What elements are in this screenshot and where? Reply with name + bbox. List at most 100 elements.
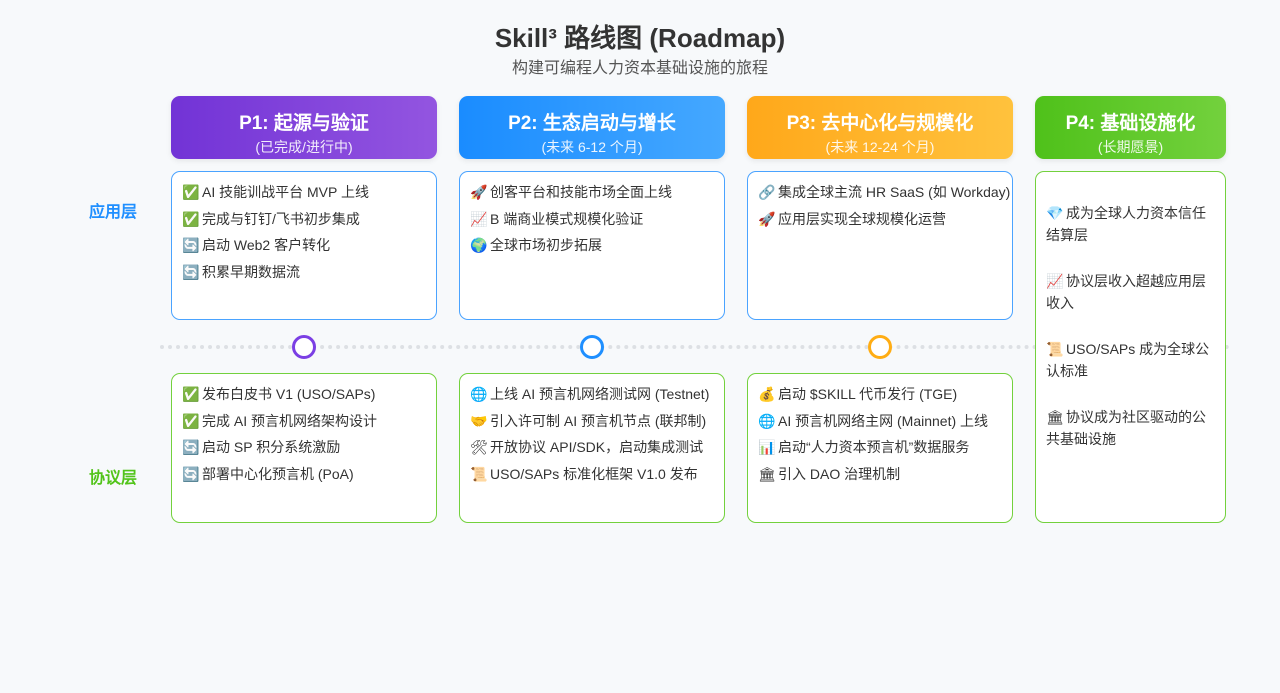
phase-title: P2: 生态启动与增长 [508, 113, 676, 134]
milestone-text: 全球市场初步拓展 [490, 237, 602, 253]
protocol-layer-card: 💰启动 $SKILL 代币发行 (TGE)🌐AI 预言机网络主网 (Mainne… [747, 373, 1013, 523]
milestone-icon: 📊 [758, 439, 776, 455]
page-title: Skill³ 路线图 (Roadmap) [494, 23, 786, 53]
phase-timeframe: (未来 12-24 个月) [825, 139, 935, 155]
layer-label-app: 应用层 [88, 204, 137, 221]
milestone-item: 💎成为全球人力资本信任结算层 [1046, 202, 1215, 246]
milestone-item: 📜USO/SAPs 成为全球公认标准 [1046, 338, 1215, 382]
milestone-item: ✅发布白皮书 V1 (USO/SAPs) [182, 386, 426, 403]
milestone-item: 🔄启动 Web2 客户转化 [182, 237, 426, 254]
milestone-item: 🔄启动 SP 积分系统激励 [182, 439, 426, 456]
milestone-icon: 🏛 [758, 465, 776, 482]
protocol-layer-card: ✅发布白皮书 V1 (USO/SAPs)✅完成 AI 预言机网络架构设计🔄启动 … [171, 373, 437, 523]
milestone-text: 完成与钉钉/飞书初步集成 [202, 210, 360, 227]
milestone-item: 🏛引入 DAO 治理机制 [758, 466, 1002, 483]
phase-header-p1: P1: 起源与验证 (已完成/进行中) [171, 96, 437, 159]
milestone-icon: 🚀 [470, 184, 488, 200]
milestone-text: 集成全球主流 HR SaaS (如 Workday) [778, 184, 1011, 200]
milestone-icon: 📜 [470, 465, 488, 482]
timeline-node-icon [580, 335, 604, 359]
milestone-icon: 🌍 [470, 237, 488, 253]
phase-title: P3: 去中心化与规模化 [786, 113, 974, 134]
milestone-item: 🌐上线 AI 预言机网络测试网 (Testnet) [470, 386, 714, 403]
phase-timeframe: (长期愿景) [1097, 139, 1164, 155]
milestone-icon: 🏛 [1046, 409, 1064, 425]
milestone-item: 🤝引入许可制 AI 预言机节点 (联邦制) [470, 413, 714, 430]
milestone-text: 引入 DAO 治理机制 [778, 465, 901, 482]
milestone-icon: 🌐 [758, 412, 776, 429]
app-layer-card: ✅AI 技能训战平台 MVP 上线✅完成与钉钉/飞书初步集成🔄启动 Web2 客… [171, 171, 437, 320]
milestone-icon: 📈 [470, 210, 488, 227]
milestone-text: AI 技能训战平台 MVP 上线 [202, 184, 369, 200]
milestone-icon: ✅ [182, 210, 200, 227]
milestone-icon: ✅ [182, 184, 200, 200]
milestone-icon: 💰 [758, 386, 776, 402]
milestone-icon: 🤝 [470, 412, 488, 429]
timeline [160, 345, 1230, 349]
phase-title: P1: 起源与验证 [239, 113, 369, 134]
milestone-text: USO/SAPs 成为全球公认标准 [1046, 341, 1210, 379]
phase-title: P4: 基础设施化 [1065, 113, 1196, 134]
milestone-icon: 🔄 [182, 439, 200, 455]
milestone-text: 成为全球人力资本信任结算层 [1046, 205, 1206, 243]
phase-timeframe: (已完成/进行中) [255, 139, 353, 155]
app-layer-card: 🚀创客平台和技能市场全面上线📈B 端商业模式规模化验证🌍全球市场初步拓展 [459, 171, 725, 320]
vision-card: 💎成为全球人力资本信任结算层 📈协议层收入超越应用层收入 📜USO/SAPs 成为全… [1035, 171, 1226, 523]
milestone-text: 启动 Web2 客户转化 [202, 237, 331, 253]
milestone-icon: 🔄 [182, 263, 200, 280]
milestone-icon: 💎 [1046, 205, 1064, 221]
milestone-item: 📈B 端商业模式规模化验证 [470, 211, 714, 228]
milestone-text: 上线 AI 预言机网络测试网 (Testnet) [490, 386, 710, 402]
milestone-text: 启动 $SKILL 代币发行 (TGE) [778, 386, 958, 402]
milestone-item: 🔄部署中心化预言机 (PoA) [182, 466, 426, 483]
milestone-item: 🔄积累早期数据流 [182, 264, 426, 281]
timeline-node-icon [292, 335, 316, 359]
milestone-text: 启动“人力资本预言机”数据服务 [778, 439, 970, 455]
milestone-item: 📜USO/SAPs 标准化框架 V1.0 发布 [470, 466, 714, 483]
milestone-icon: 🔄 [182, 465, 200, 482]
phase-header-p4: P4: 基础设施化 (长期愿景) [1035, 96, 1226, 159]
milestone-item: 🚀创客平台和技能市场全面上线 [470, 184, 714, 201]
milestone-text: 协议层收入超越应用层收入 [1046, 273, 1206, 311]
milestone-item: ✅完成与钉钉/飞书初步集成 [182, 211, 426, 228]
milestone-item: 🌍全球市场初步拓展 [470, 237, 714, 254]
milestone-text: 应用层实现全球规模化运营 [778, 210, 946, 227]
phase-timeframe: (未来 6-12 个月) [541, 139, 643, 155]
milestone-icon: 📜 [1046, 341, 1064, 357]
milestone-text: 积累早期数据流 [202, 263, 300, 280]
milestone-item: 📊启动“人力资本预言机”数据服务 [758, 439, 1002, 456]
page-subtitle: 构建可编程人力资本基础设施的旅程 [511, 60, 768, 77]
milestone-item: 🌐AI 预言机网络主网 (Mainnet) 上线 [758, 413, 1002, 430]
milestone-text: AI 预言机网络主网 (Mainnet) 上线 [778, 412, 989, 429]
phase-header-p2: P2: 生态启动与增长 (未来 6-12 个月) [459, 96, 725, 159]
milestone-icon: 🛠 [470, 439, 488, 455]
milestone-text: 开放协议 API/SDK，启动集成测试 [490, 439, 704, 455]
timeline-node-icon [868, 335, 892, 359]
phase-header-p3: P3: 去中心化与规模化 (未来 12-24 个月) [747, 96, 1013, 159]
app-layer-card: 🔗集成全球主流 HR SaaS (如 Workday)🚀应用层实现全球规模化运营 [747, 171, 1013, 320]
milestone-text: 启动 SP 积分系统激励 [202, 439, 341, 455]
milestone-text: USO/SAPs 标准化框架 V1.0 发布 [490, 465, 698, 482]
milestone-icon: ✅ [182, 386, 200, 402]
milestone-item: 🏛协议成为社区驱动的公共基础设施 [1046, 406, 1215, 450]
protocol-layer-card: 🌐上线 AI 预言机网络测试网 (Testnet) 🤝引入许可制 AI 预言机节点… [459, 373, 725, 523]
milestone-item: 🔗集成全球主流 HR SaaS (如 Workday) [758, 184, 1010, 201]
milestone-text: 协议成为社区驱动的公共基础设施 [1046, 409, 1206, 447]
milestone-item: 🚀应用层实现全球规模化运营 [758, 211, 1002, 228]
milestone-icon: 🌐 [470, 386, 488, 402]
layer-label-protocol: 协议层 [88, 470, 137, 487]
milestone-text: B 端商业模式规模化验证 [490, 210, 644, 227]
milestone-icon: 📈 [1046, 273, 1064, 289]
milestone-item: 💰启动 $SKILL 代币发行 (TGE) [758, 386, 1002, 403]
milestone-icon: 🔗 [758, 184, 776, 200]
milestone-icon: 🚀 [758, 210, 776, 227]
milestone-item: 🛠开放协议 API/SDK，启动集成测试 [470, 439, 714, 456]
milestone-text: 部署中心化预言机 (PoA) [202, 465, 354, 482]
milestone-icon: ✅ [182, 412, 200, 429]
milestone-text: 发布白皮书 V1 (USO/SAPs) [202, 386, 376, 402]
milestone-item: 📈协议层收入超越应用层收入 [1046, 270, 1215, 314]
milestone-item: ✅AI 技能训战平台 MVP 上线 [182, 184, 426, 201]
milestone-text: 创客平台和技能市场全面上线 [490, 184, 672, 200]
milestone-item: ✅完成 AI 预言机网络架构设计 [182, 413, 426, 430]
milestone-text: 完成 AI 预言机网络架构设计 [202, 412, 378, 429]
